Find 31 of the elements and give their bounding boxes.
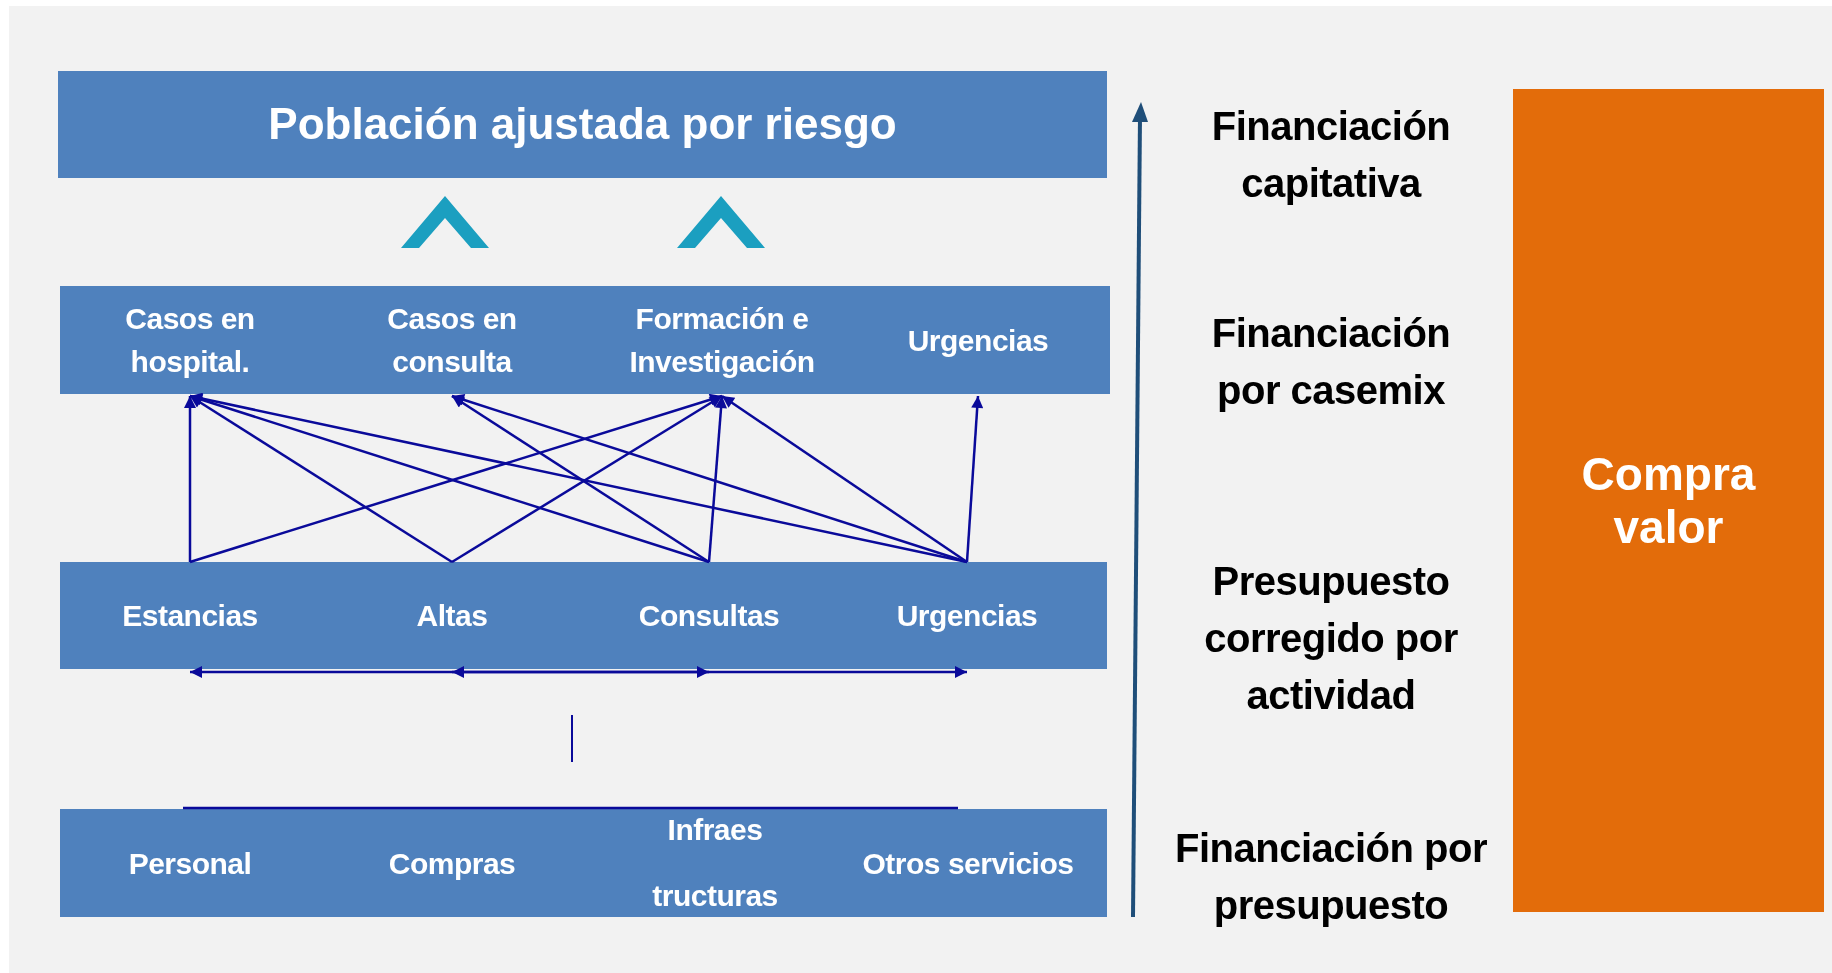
- title-band: [58, 71, 1107, 178]
- category-label: Formación e Investigación: [602, 286, 842, 394]
- arrow: [572, 666, 967, 678]
- category-label: Casos en hospital.: [70, 286, 310, 394]
- category-label: Otros servicios: [843, 809, 1093, 917]
- value-purchase-box: [1513, 89, 1824, 912]
- category-label: Personal: [70, 809, 310, 917]
- category-label: Estancias: [70, 562, 310, 669]
- funding-label: Financiación por casemix: [1210, 310, 1452, 414]
- category-band: [60, 286, 1110, 394]
- category-label: Urgencias: [847, 562, 1087, 669]
- arrow: [189, 394, 453, 564]
- arrow: [451, 393, 968, 564]
- arrow: [721, 394, 968, 564]
- funding-label: Financiación por presupuesto: [1173, 825, 1488, 929]
- activity-band: [60, 562, 1107, 669]
- resource-band: [60, 809, 1107, 917]
- category-label: Casos en consulta: [332, 286, 572, 394]
- funding-label: Financiación capitativa: [1210, 103, 1452, 207]
- arrow: [965, 395, 984, 563]
- category-label: Consultas: [589, 562, 829, 669]
- box-label: Compra valor: [1580, 447, 1757, 554]
- category-label: Altas: [332, 562, 572, 669]
- category-label: Compras: [332, 809, 572, 917]
- arrow: [184, 396, 196, 562]
- band-title: Población ajustada por riesgo: [268, 99, 897, 150]
- funding-label: Presupuesto corregido por actividad: [1203, 557, 1459, 719]
- arrow: [707, 395, 728, 563]
- category-label: Urgencias: [858, 286, 1098, 394]
- arrow: [452, 666, 572, 678]
- category-label: Infraes tructuras: [640, 809, 790, 917]
